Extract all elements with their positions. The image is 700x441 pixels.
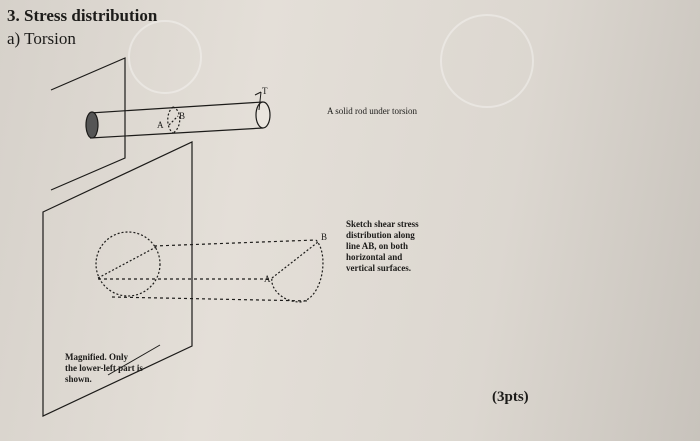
label-a-rod: A — [157, 120, 164, 130]
question-subheading: a) Torsion — [7, 29, 76, 48]
projection-bottom — [111, 296, 311, 302]
label-a-magnified: A — [264, 274, 271, 284]
label-b-rod: B — [179, 111, 186, 121]
magnified-plane — [42, 141, 193, 417]
line-ab — [168, 115, 179, 126]
label-torque: T — [262, 86, 268, 96]
rod-root-ellipse — [85, 111, 99, 139]
solid-rod-caption: A solid rod under torsion — [327, 106, 417, 116]
rod-top-edge — [89, 101, 264, 114]
rod-bottom-edge — [89, 127, 264, 139]
rod-end-ellipse — [255, 101, 271, 129]
distal-line-ab — [271, 241, 319, 279]
section-circle-back — [167, 106, 174, 134]
magnified-pointer — [107, 344, 161, 376]
wall-plane — [50, 57, 126, 191]
magnified-caption: Magnified. Only the lower-left part is s… — [65, 352, 143, 384]
sketch-instruction: Sketch shear stress distribution along l… — [346, 219, 419, 273]
question-heading: 3. Stress distribution — [7, 6, 158, 25]
label-b-magnified: B — [321, 232, 328, 242]
section-circle — [172, 106, 181, 134]
torque-arrow — [254, 91, 262, 111]
background-circle — [440, 14, 534, 108]
background-circle — [128, 20, 202, 94]
magnified-section-circle — [95, 231, 161, 297]
projection-top — [153, 239, 317, 247]
distal-section-arc — [271, 239, 324, 303]
points-label: (3pts) — [492, 389, 529, 405]
magnified-line-ab — [97, 245, 159, 279]
